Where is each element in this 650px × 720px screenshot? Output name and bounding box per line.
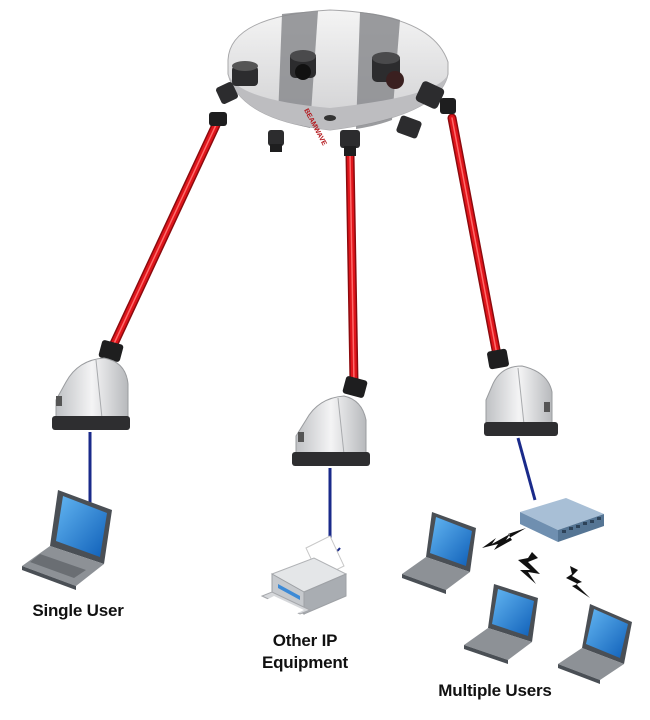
label-other-ip-line2: Equipment	[261, 653, 349, 672]
hub-transceiver-top-right	[372, 52, 404, 89]
wireless-signal-2	[518, 552, 540, 584]
terminal-unit-center	[292, 376, 370, 466]
wireless-signal-1	[482, 528, 526, 550]
network-switch	[520, 498, 604, 542]
laptop-single-user	[22, 490, 112, 590]
label-other-ip-line1: Other IP	[272, 631, 338, 650]
label-single-user: Single User	[32, 601, 124, 620]
cable-multi-users	[516, 437, 537, 501]
label-other-ip-equipment: Other IP Equipment	[240, 630, 370, 674]
laser-beam-left	[107, 120, 221, 353]
laptop-multi-2	[464, 584, 538, 664]
wireless-signal-3	[566, 566, 590, 598]
hub-transceiver-top-center	[290, 50, 316, 80]
terminal-unit-right	[484, 348, 558, 436]
hub-transceiver-top-left	[232, 61, 258, 86]
hub-transceiver-left	[209, 82, 238, 126]
hub-transceivers	[209, 50, 456, 156]
laptop-multi-1	[402, 512, 476, 594]
hub-transceiver-bottom-left	[268, 130, 284, 152]
label-multiple-users: Multiple Users	[438, 681, 552, 700]
laser-beam-right	[447, 113, 502, 360]
hub-transceiver-bottom-right	[396, 115, 422, 139]
hub-transceiver-center	[340, 130, 360, 156]
laptop-multi-3	[558, 604, 632, 684]
laser-beam-center	[345, 150, 359, 387]
printer	[260, 535, 348, 615]
hub-transceiver-right	[415, 81, 456, 114]
terminal-unit-left	[52, 340, 130, 430]
